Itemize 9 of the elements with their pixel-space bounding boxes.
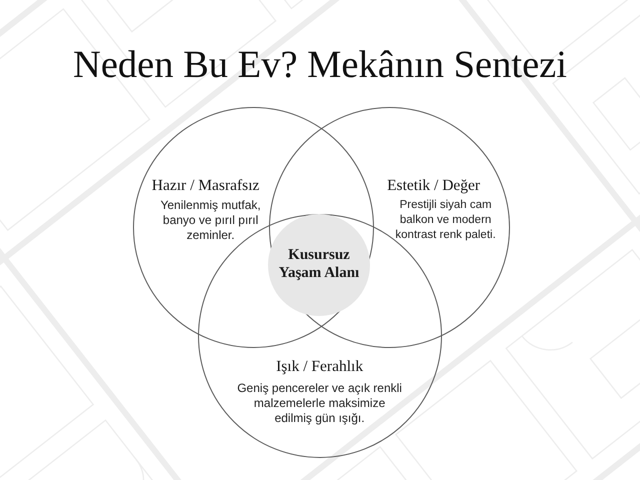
diagram-title: Neden Bu Ev? Mekânın Sentezi — [72, 43, 568, 87]
circle-heading: Hazır / Masrafsız — [150, 176, 260, 195]
circle-description: Geniş pencereler ve açık renkli malzemelerle maksimize edilmiş gün ışığı. — [236, 380, 403, 426]
circle-heading: Estetik / Değer — [386, 176, 482, 195]
circle-heading: Işık / Ferahlık — [275, 358, 364, 376]
center-circle — [268, 214, 370, 316]
circle-description: Yenilenmiş mutfak, banyo ve pırıl pırıl zeminler. — [159, 198, 262, 243]
circle-description: Prestijli siyah cam balkon ve modern kontrast renk paleti. — [394, 198, 497, 243]
center-label: Kusursuz Yaşam Alanı — [278, 246, 360, 282]
